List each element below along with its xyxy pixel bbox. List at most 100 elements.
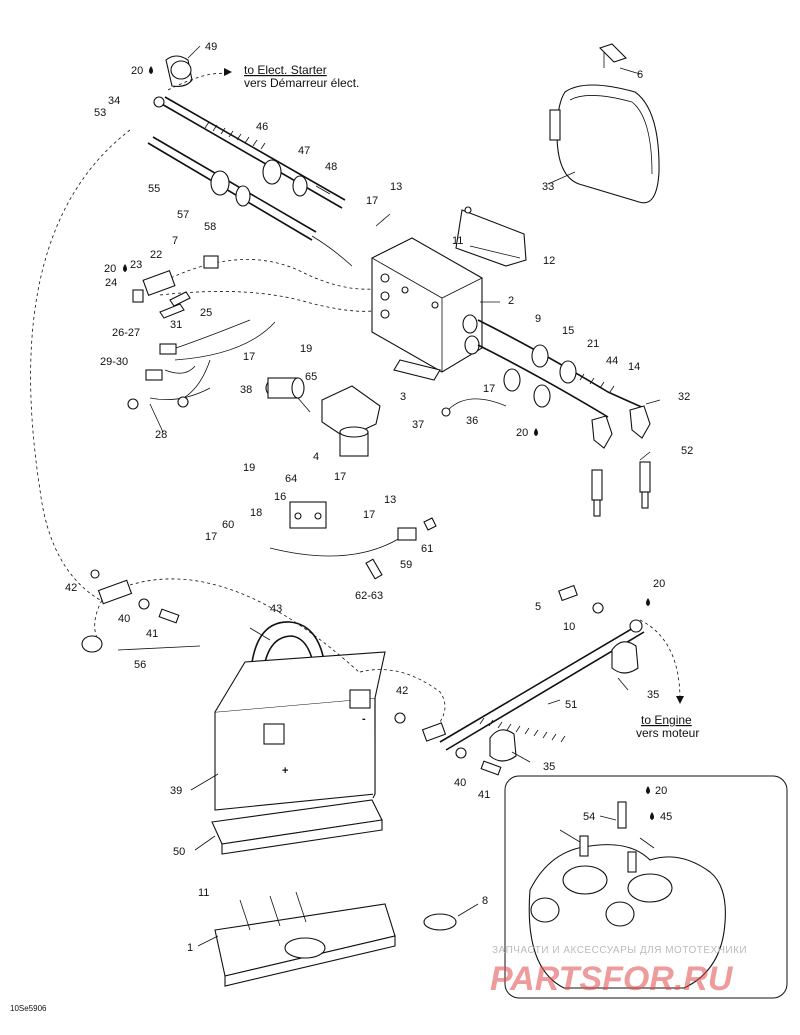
spark-plug-leads-part [477, 319, 651, 449]
callout-57: 57 [177, 209, 189, 221]
callout-25: 25 [200, 307, 212, 319]
lower-hardware-part [394, 712, 502, 776]
callout-20-left: 20 [104, 263, 116, 275]
callout-12: 12 [543, 255, 555, 267]
wiring-harness-part [142, 255, 373, 312]
clip-part [598, 43, 628, 68]
callout-53: 53 [94, 107, 106, 119]
callout-20-mid: 20 [516, 427, 528, 439]
callout-1: 1 [187, 942, 193, 954]
callout-20-right: 20 [653, 578, 665, 590]
drop-icon [149, 66, 153, 74]
battery-pad-part [211, 799, 383, 855]
ground-wire-part [441, 398, 507, 417]
cable-boots-part [489, 641, 639, 762]
leader-lines [117, 45, 661, 947]
callout-7: 7 [172, 235, 178, 247]
note-vers-demarreur: vers Démarreur élect. [244, 76, 359, 90]
callout-29-30: 29-30 [100, 356, 128, 368]
bolt-washer-part [558, 584, 604, 614]
callout-35-right: 35 [647, 689, 659, 701]
callout-55: 55 [148, 183, 160, 195]
callout-17-lower: 17 [363, 509, 375, 521]
bracket-part [455, 206, 527, 267]
harness-battery-line [129, 578, 361, 674]
callout-38: 38 [240, 384, 252, 396]
callout-46: 46 [256, 121, 268, 133]
cover-part [549, 84, 660, 204]
callout-3: 3 [400, 391, 406, 403]
callout-23: 23 [130, 259, 142, 271]
cable-tie-part [423, 913, 457, 931]
callout-19-top: 19 [300, 343, 312, 355]
callout-42-right: 42 [396, 685, 408, 697]
callout-4: 4 [313, 451, 319, 463]
mount-plate-part [393, 359, 441, 381]
callout-40-left: 40 [118, 613, 130, 625]
arrow-to-starter-icon [224, 68, 232, 76]
callout-35-lower: 35 [543, 761, 555, 773]
callout-9: 9 [535, 313, 541, 325]
callout-32: 32 [678, 391, 690, 403]
watermark-logo: PARTSFOR.RU [490, 960, 734, 998]
callout-21: 21 [587, 338, 599, 350]
callout-37: 37 [412, 419, 424, 431]
drop-icon [650, 812, 654, 820]
callout-28: 28 [155, 429, 167, 441]
relay-part [339, 426, 369, 457]
drop-icon [534, 428, 538, 436]
callout-17-right: 17 [483, 383, 495, 395]
callout-41-left: 41 [146, 628, 158, 640]
callout-2: 2 [508, 295, 514, 307]
solenoid-part [265, 377, 311, 413]
callout-20-engine: 20 [655, 785, 667, 797]
note-to-engine: to Engine [641, 713, 692, 727]
starter-arrow-line [167, 73, 229, 91]
callout-17-top: 17 [366, 195, 378, 207]
callout-65: 65 [305, 371, 317, 383]
callout-labels: 49 20 34 53 46 47 48 55 57 58 6 33 13 17… [65, 41, 693, 954]
callout-20: 20 [131, 65, 143, 77]
connector-parts [132, 289, 191, 319]
callout-59: 59 [400, 559, 412, 571]
callout-52: 52 [681, 445, 693, 457]
callout-14: 14 [628, 361, 640, 373]
battery-negative-mark: - [362, 713, 366, 725]
drop-icon [646, 598, 650, 606]
callout-10: 10 [563, 621, 575, 633]
callout-61: 61 [421, 543, 433, 555]
drop-icon [123, 264, 127, 272]
callout-62-63: 62-63 [355, 590, 383, 602]
callout-39: 39 [170, 785, 182, 797]
note-vers-moteur: vers moteur [636, 726, 699, 740]
callout-41-right: 41 [478, 789, 490, 801]
engine-inset [504, 775, 788, 999]
callout-6: 6 [637, 69, 643, 81]
callout-56: 56 [134, 659, 146, 671]
spark-plugs-part [591, 461, 651, 517]
callout-19-bottom: 19 [243, 462, 255, 474]
starter-cable-part [153, 96, 346, 209]
callout-15: 15 [562, 325, 574, 337]
callout-43: 43 [270, 603, 282, 615]
cable-assembly-part [147, 136, 353, 267]
relay-bracket-part [321, 385, 381, 439]
fuse-holder-part [269, 517, 437, 580]
callout-17-left: 17 [205, 531, 217, 543]
callout-50: 50 [173, 846, 185, 858]
watermark-tagline: ЗАПЧАСТИ И АКСЕССУАРЫ ДЛЯ МОТОТЕХНИКИ [492, 945, 747, 956]
callout-64: 64 [285, 473, 297, 485]
callout-40-right: 40 [454, 777, 466, 789]
arrow-to-engine-icon [676, 696, 684, 704]
callout-26-27: 26-27 [112, 327, 140, 339]
callout-58: 58 [204, 221, 216, 233]
callout-13-bottom: 13 [384, 494, 396, 506]
callout-17-mid: 17 [243, 351, 255, 363]
callout-16: 16 [274, 491, 286, 503]
callout-5: 5 [535, 601, 541, 613]
battery-part [214, 651, 386, 811]
callout-17-relay: 17 [334, 471, 346, 483]
callout-13-top: 13 [390, 181, 402, 193]
callout-44: 44 [606, 355, 618, 367]
